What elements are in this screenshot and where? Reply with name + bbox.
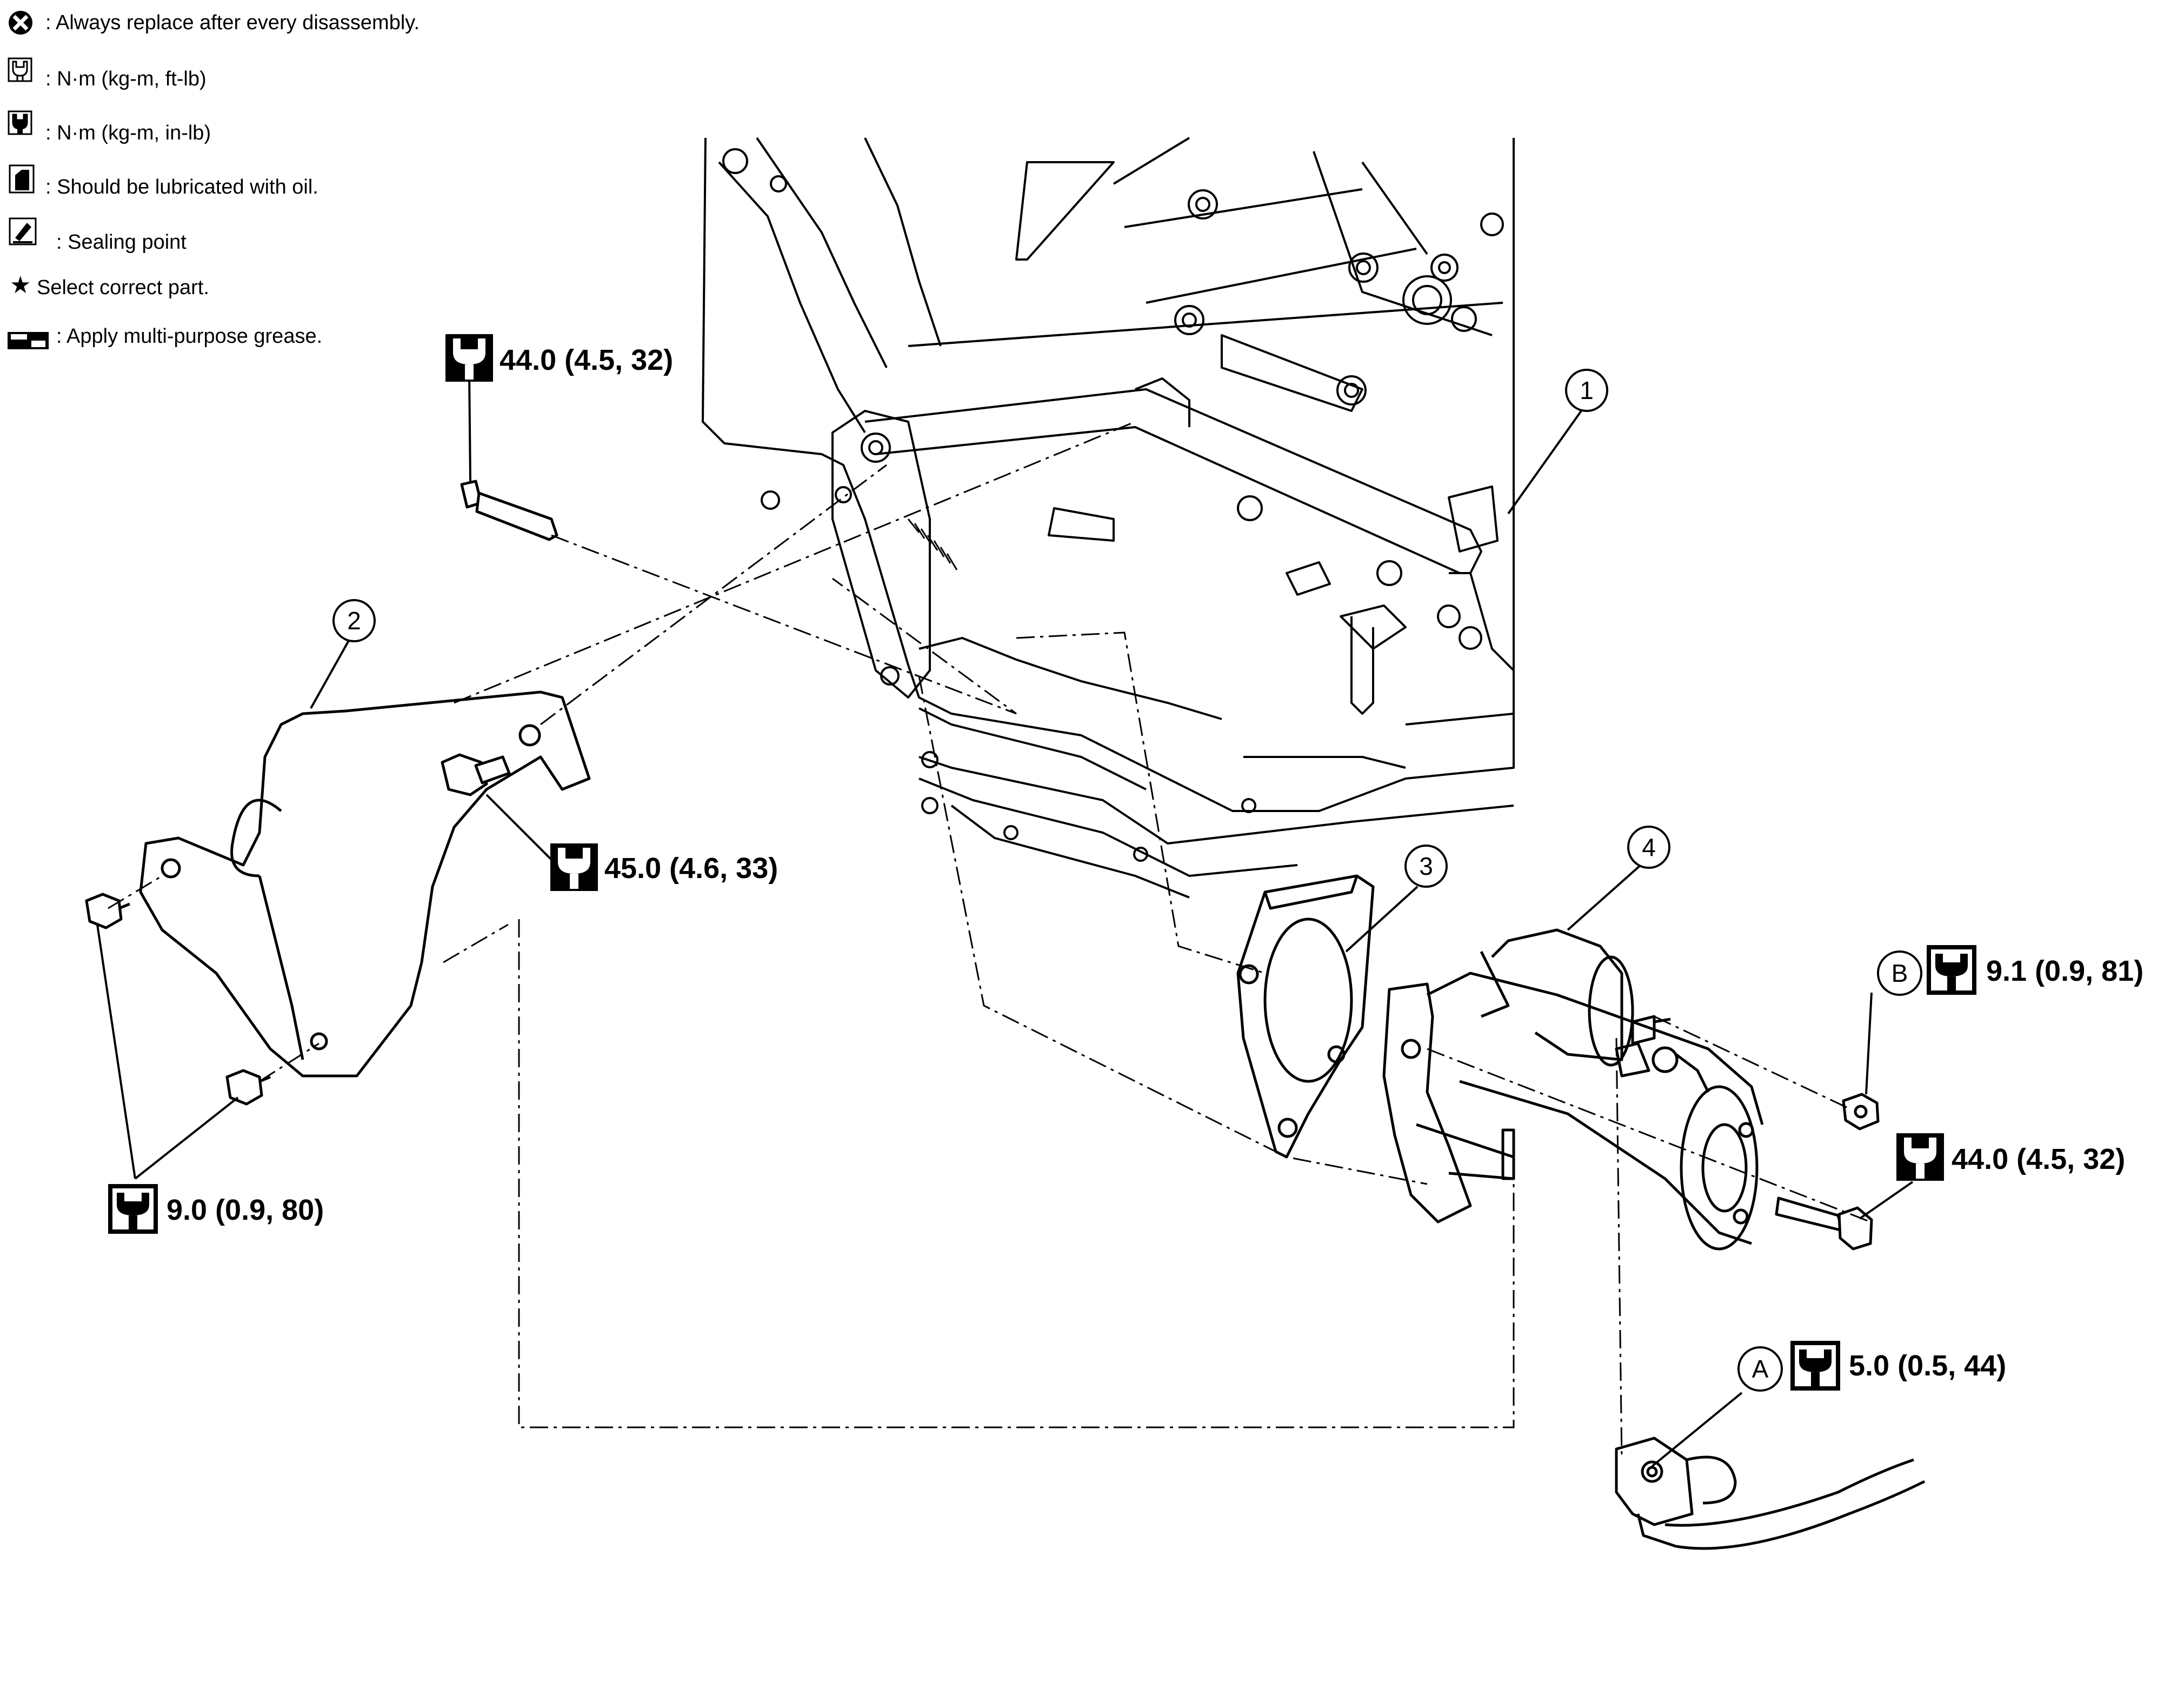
bracket-bolt [441,753,511,796]
svg-text:9.0 (0.9, 80): 9.0 (0.9, 80) [167,1194,324,1226]
torque-labels: 44.0 (4.5, 32) 45.0 (4.6, 33) 9.0 (0.9, … [108,334,2143,1391]
legend-text-oil: : Should be lubricated with oil. [45,176,318,198]
legend: : Always replace after every disassembly… [8,11,420,349]
callouts: 1 2 3 4 A B [332,369,1922,1392]
legend-text-grease: : Apply multi-purpose grease. [56,325,322,348]
leader-lines [96,373,1914,1467]
bracket-nut-lower [225,1069,271,1106]
nut-b [1842,1093,1880,1131]
torque-label-starter-bolt: 44.0 (4.5, 32) [1896,1133,2125,1181]
torque-ftlb-icon [8,57,32,82]
torque-label-bracket-nuts: 9.0 (0.9, 80) [108,1184,324,1234]
svg-text:5.0 (0.5, 44): 5.0 (0.5, 44) [1849,1349,2006,1382]
assembly-lines [108,421,1871,1460]
grease-icon [8,332,49,349]
battery-cable-terminal [1615,1437,1926,1550]
torque-ftlb-icon [550,843,598,891]
plate [1236,874,1375,1159]
svg-text:B: B [1892,959,1908,987]
bracket-nut-upper [85,893,130,929]
torque-inlb-icon [1790,1341,1840,1391]
torque-inlb-icon [8,110,32,135]
oil-can-icon [9,164,35,194]
top-bolt [460,480,558,541]
legend-text-replace: : Always replace after every disassembly… [45,11,420,34]
starter-motor [1382,928,1764,1251]
starter-bolt [1775,1196,1873,1251]
bracket [139,690,591,1078]
torque-inlb-icon [108,1184,158,1234]
callout-part-3: 3 [1404,845,1448,888]
callout-part-1: 1 [1565,369,1608,412]
torque-label-terminal-a: 5.0 (0.5, 44) [1790,1341,2006,1391]
legend-text-star: Select correct part. [37,276,209,299]
svg-text:3: 3 [1419,852,1433,880]
engine-block [702,137,1515,899]
callout-ref-a: A [1737,1346,1783,1392]
torque-label-bracket-bolt: 45.0 (4.6, 33) [550,843,778,891]
svg-text:4: 4 [1642,833,1656,861]
torque-inlb-icon [1927,945,1976,995]
torque-label-nut-b: 9.1 (0.9, 81) [1927,945,2143,995]
torque-ftlb-icon [1896,1133,1944,1181]
legend-text-sealing: : Sealing point [56,231,187,254]
callout-part-2: 2 [332,599,376,642]
torque-label-top-bolt: 44.0 (4.5, 32) [445,334,673,382]
torque-ftlb-icon [445,334,493,382]
legend-text-ftlb: : N·m (kg-m, ft-lb) [45,68,207,90]
svg-text:44.0 (4.5, 32): 44.0 (4.5, 32) [500,344,673,376]
svg-text:45.0 (4.6, 33): 45.0 (4.6, 33) [604,852,778,885]
svg-text:1: 1 [1580,376,1594,404]
svg-text:A: A [1752,1355,1769,1383]
legend-text-inlb: : N·m (kg-m, in-lb) [45,122,211,144]
sealing-icon [9,217,37,245]
replace-icon [9,11,32,35]
svg-text:44.0 (4.5, 32): 44.0 (4.5, 32) [1952,1143,2125,1175]
svg-text:9.1 (0.9, 81): 9.1 (0.9, 81) [1986,955,2143,987]
svg-text:2: 2 [347,607,361,635]
callout-part-4: 4 [1627,826,1670,869]
star-icon: ★ [10,272,31,298]
callout-ref-b: B [1877,950,1922,996]
fasteners [85,480,1880,1251]
